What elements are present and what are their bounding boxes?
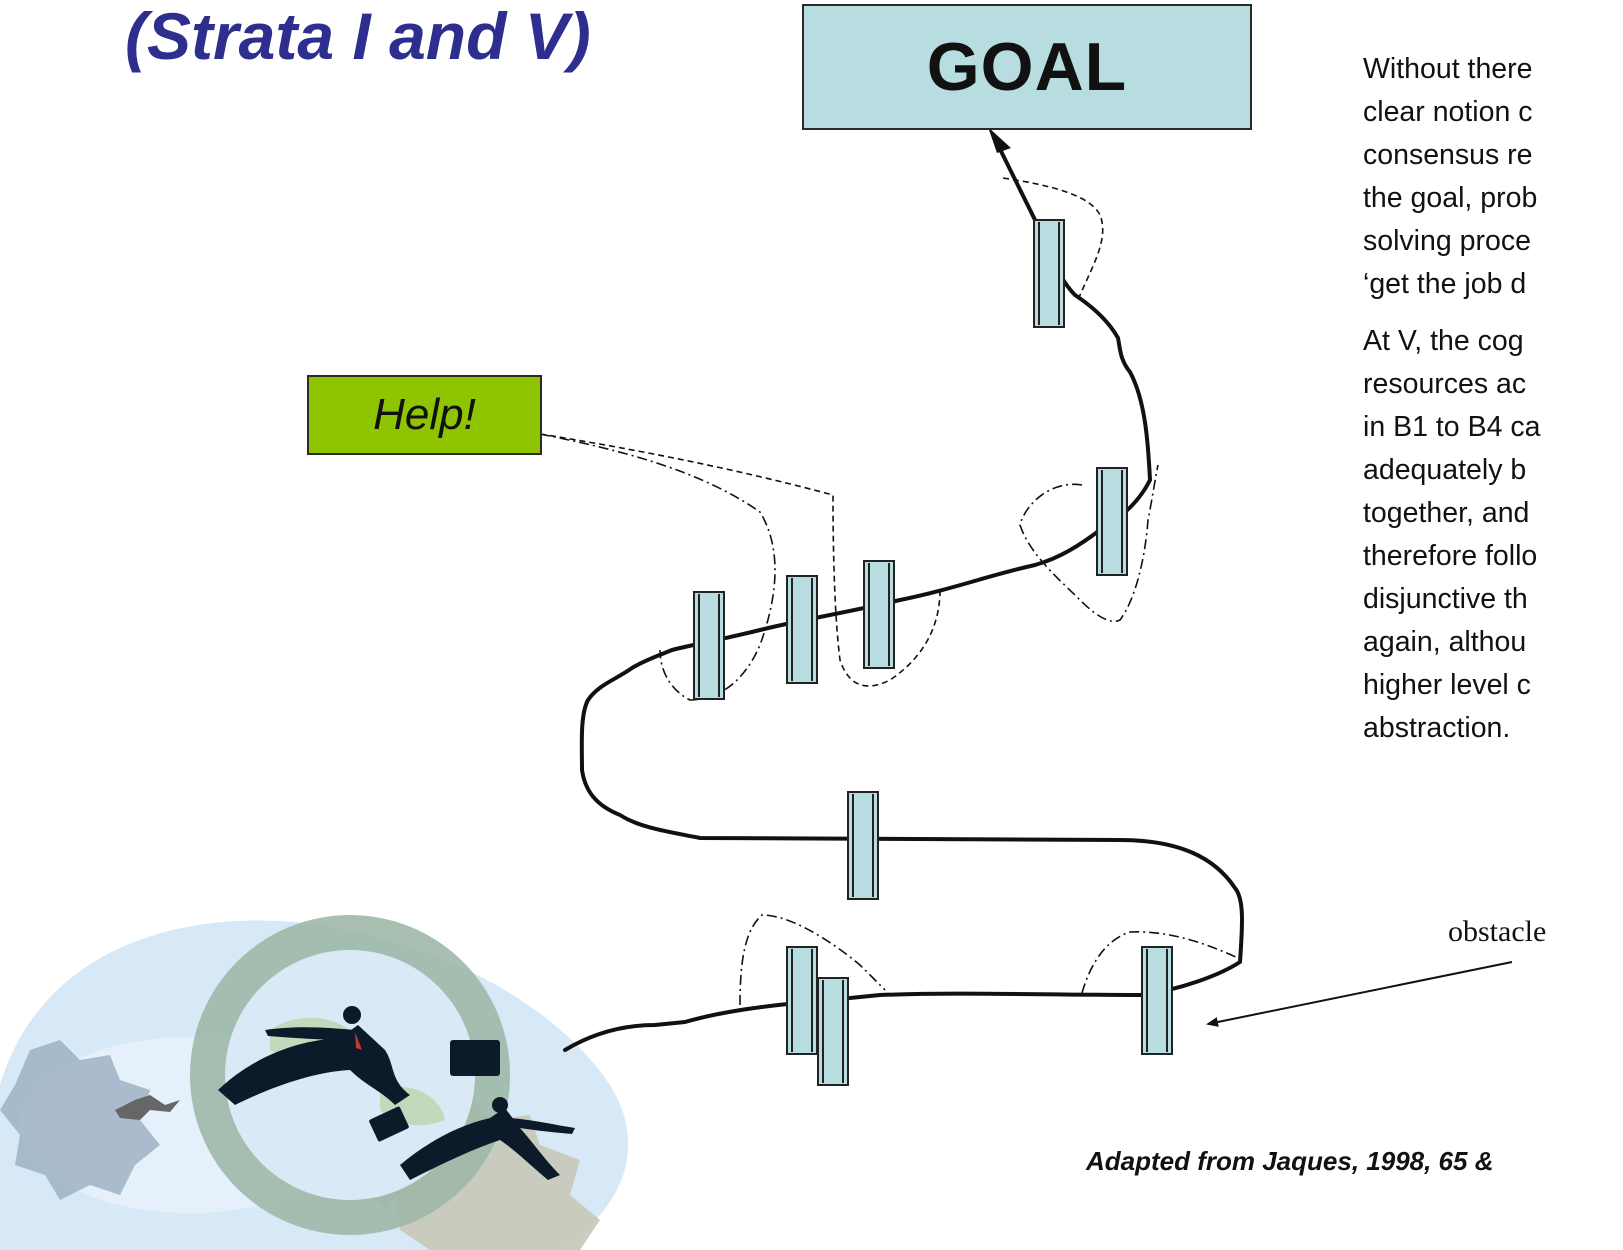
- description-paragraph-2: At V, the cog resources ac in B1 to B4 c…: [1363, 325, 1541, 744]
- goal-arrow-head: [988, 127, 1011, 153]
- obstacle-6: [847, 791, 879, 900]
- obstacle-2: [1096, 467, 1128, 576]
- obstacle-9: [1141, 946, 1173, 1055]
- source-credit: Adapted from Jaques, 1998, 65 &: [1086, 1146, 1494, 1176]
- help-label: Help!: [373, 390, 476, 439]
- obstacle-label: obstacle: [1448, 915, 1547, 948]
- obstacle-3: [693, 591, 725, 700]
- obstacle-1: [1033, 219, 1065, 328]
- problem-solving-path: [563, 137, 1245, 1052]
- description-text: Without there clear notion c consensus r…: [1363, 48, 1623, 764]
- dashed-loops: [539, 177, 1239, 1006]
- running-businessmen-clipart: [0, 915, 629, 1250]
- obstacle-8: [817, 977, 849, 1086]
- page-title: (Strata I and V): [125, 0, 591, 73]
- description-paragraph-1: Without there clear notion c consensus r…: [1363, 53, 1538, 300]
- obstacle-4: [786, 575, 818, 684]
- obstacles: [693, 219, 1173, 1086]
- obstacle-pointer-arrow: [1206, 961, 1513, 1027]
- obstacle-7: [786, 946, 818, 1055]
- help-box: Help!: [307, 375, 542, 455]
- goal-label: GOAL: [926, 29, 1128, 105]
- goal-box: GOAL: [802, 4, 1252, 130]
- obstacle-5: [863, 560, 895, 669]
